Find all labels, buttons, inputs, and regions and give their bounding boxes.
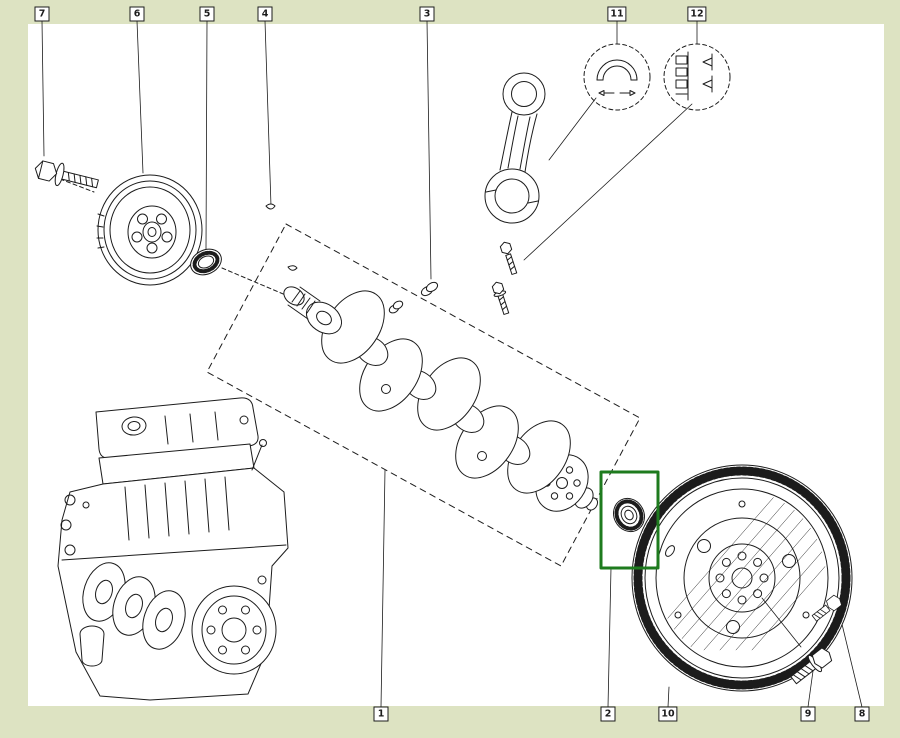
pilot-bearing-highlight-box <box>599 470 660 570</box>
callout-box-11[interactable]: 11 <box>607 6 627 22</box>
crankshaft-drawing <box>283 286 599 512</box>
callout-box-6[interactable]: 6 <box>129 6 145 22</box>
connecting-rod-drawing <box>484 72 546 224</box>
crankshaft-pulley-drawing <box>96 174 203 286</box>
rod-bolt-drawing <box>499 241 518 275</box>
callout-box-8[interactable]: 8 <box>854 706 870 722</box>
engine-block-drawing <box>57 397 289 701</box>
callout-box-10[interactable]: 10 <box>658 706 678 722</box>
flywheel-drawing <box>631 464 853 692</box>
toothed-washer-drawing <box>190 248 222 276</box>
callout-box-9[interactable]: 9 <box>800 706 816 722</box>
callout-box-2[interactable]: 2 <box>600 706 616 722</box>
small-bolt-drawing <box>811 594 842 622</box>
callout-box-7[interactable]: 7 <box>34 6 50 22</box>
bearing-shell-detail-circle <box>583 43 651 111</box>
flywheel-bolt-drawing <box>790 647 833 685</box>
callout-box-1[interactable]: 1 <box>373 706 389 722</box>
callout-box-3[interactable]: 3 <box>419 6 435 22</box>
pilot-bearing-drawing <box>613 497 645 533</box>
pulley-bolt-drawing <box>34 160 99 189</box>
small-plug-parts-drawing <box>388 281 439 314</box>
callout-box-12[interactable]: 12 <box>687 6 707 22</box>
callout-box-5[interactable]: 5 <box>199 6 215 22</box>
crankshaft-group-dashed-box <box>206 223 641 567</box>
leader-lines <box>41 20 863 708</box>
callout-box-4[interactable]: 4 <box>257 6 273 22</box>
woodruff-key-drawing <box>265 203 298 271</box>
rod-bolt-drawing <box>491 281 510 315</box>
machining-symbol-detail-circle <box>663 43 731 111</box>
